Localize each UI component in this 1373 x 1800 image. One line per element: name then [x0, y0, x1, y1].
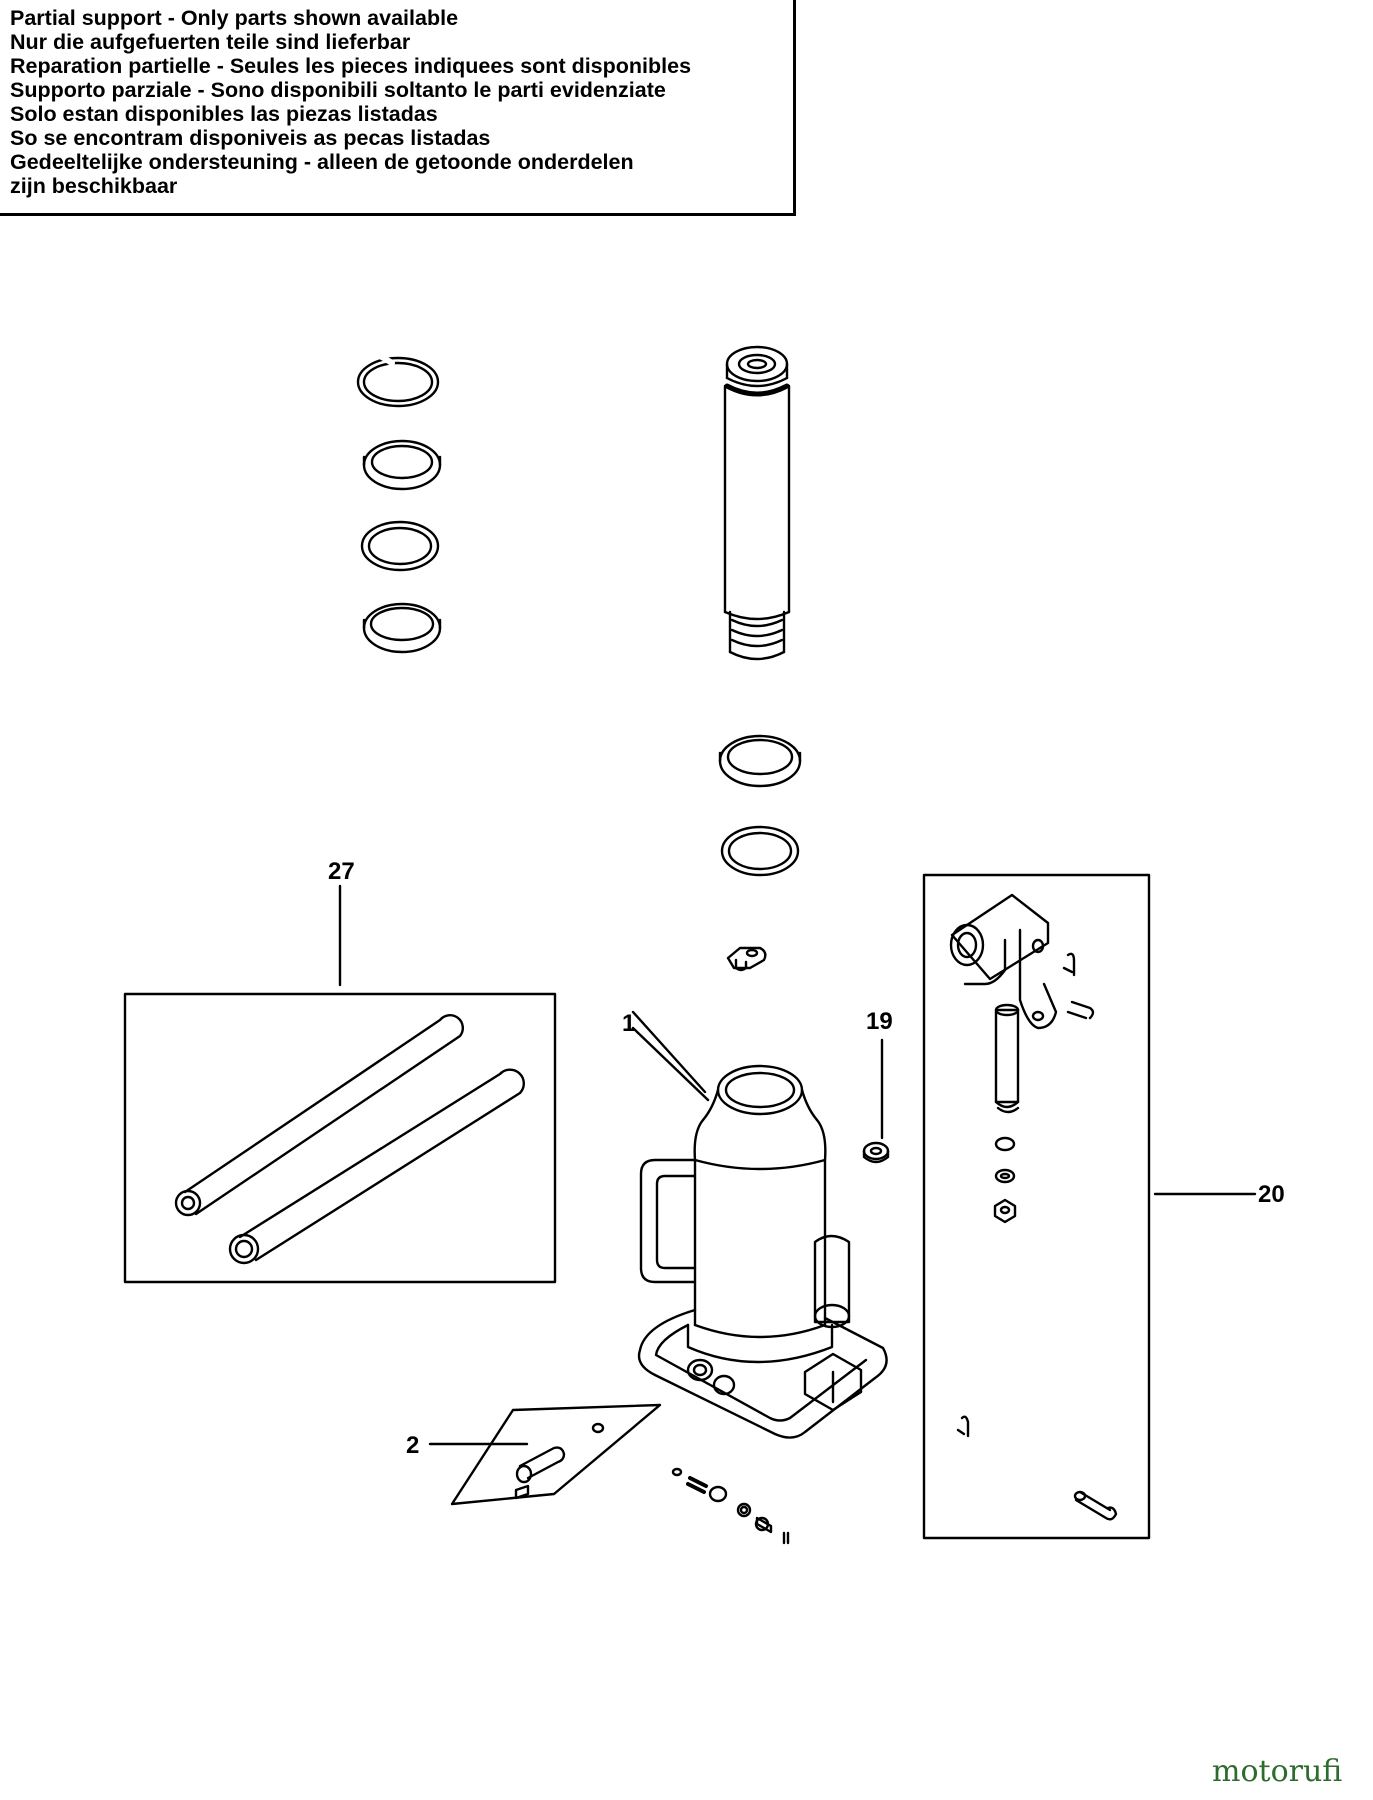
watermark-text: motoruf [1212, 1754, 1343, 1789]
notice-line-nl-2: zijn beschikbaar [10, 174, 178, 198]
ram-piston [723, 345, 791, 661]
notice-line-de: Nur die aufgefuerten teile sind lieferba… [10, 30, 411, 54]
snap-ring [356, 354, 440, 408]
pump-assembly-box [922, 873, 1257, 1540]
o-ring-1 [360, 520, 440, 572]
notice-line-en: Partial support - Only parts shown avail… [10, 6, 459, 30]
notice-line-it: Supporto parziale - Sono disponibili sol… [10, 78, 666, 102]
callout-2: 2 [406, 1432, 419, 1459]
jack-body-leader [631, 1026, 710, 1102]
notice-line-pt: So se encontram disponiveis as pecas lis… [10, 126, 491, 150]
site-watermark-logo: motorufi [1212, 1754, 1342, 1789]
notice-line-es: Solo estan disponibles las piezas listad… [10, 102, 438, 126]
callout-1: 1 [622, 1010, 635, 1037]
seal-ring-2 [362, 602, 442, 654]
notice-line-nl-1: Gedeeltelijke ondersteuning - alleen de … [10, 150, 634, 174]
callout-27: 27 [328, 858, 355, 885]
handle-set-box [123, 884, 557, 1284]
plug [862, 1038, 890, 1164]
valve-small-parts [671, 1467, 790, 1545]
partial-support-notice: Partial support - Only parts shown avail… [0, 0, 796, 216]
piston-o-ring [720, 825, 800, 877]
callout-20: 20 [1258, 1181, 1285, 1208]
jack-body [631, 1010, 888, 1439]
callout-19: 19 [866, 1008, 893, 1035]
notice-line-fr: Reparation partielle - Seules les pieces… [10, 54, 692, 78]
seal-ring-1 [362, 439, 442, 491]
release-valve-box [428, 1403, 662, 1506]
piston-seal-ring [718, 734, 802, 788]
check-valve-part [726, 946, 767, 972]
